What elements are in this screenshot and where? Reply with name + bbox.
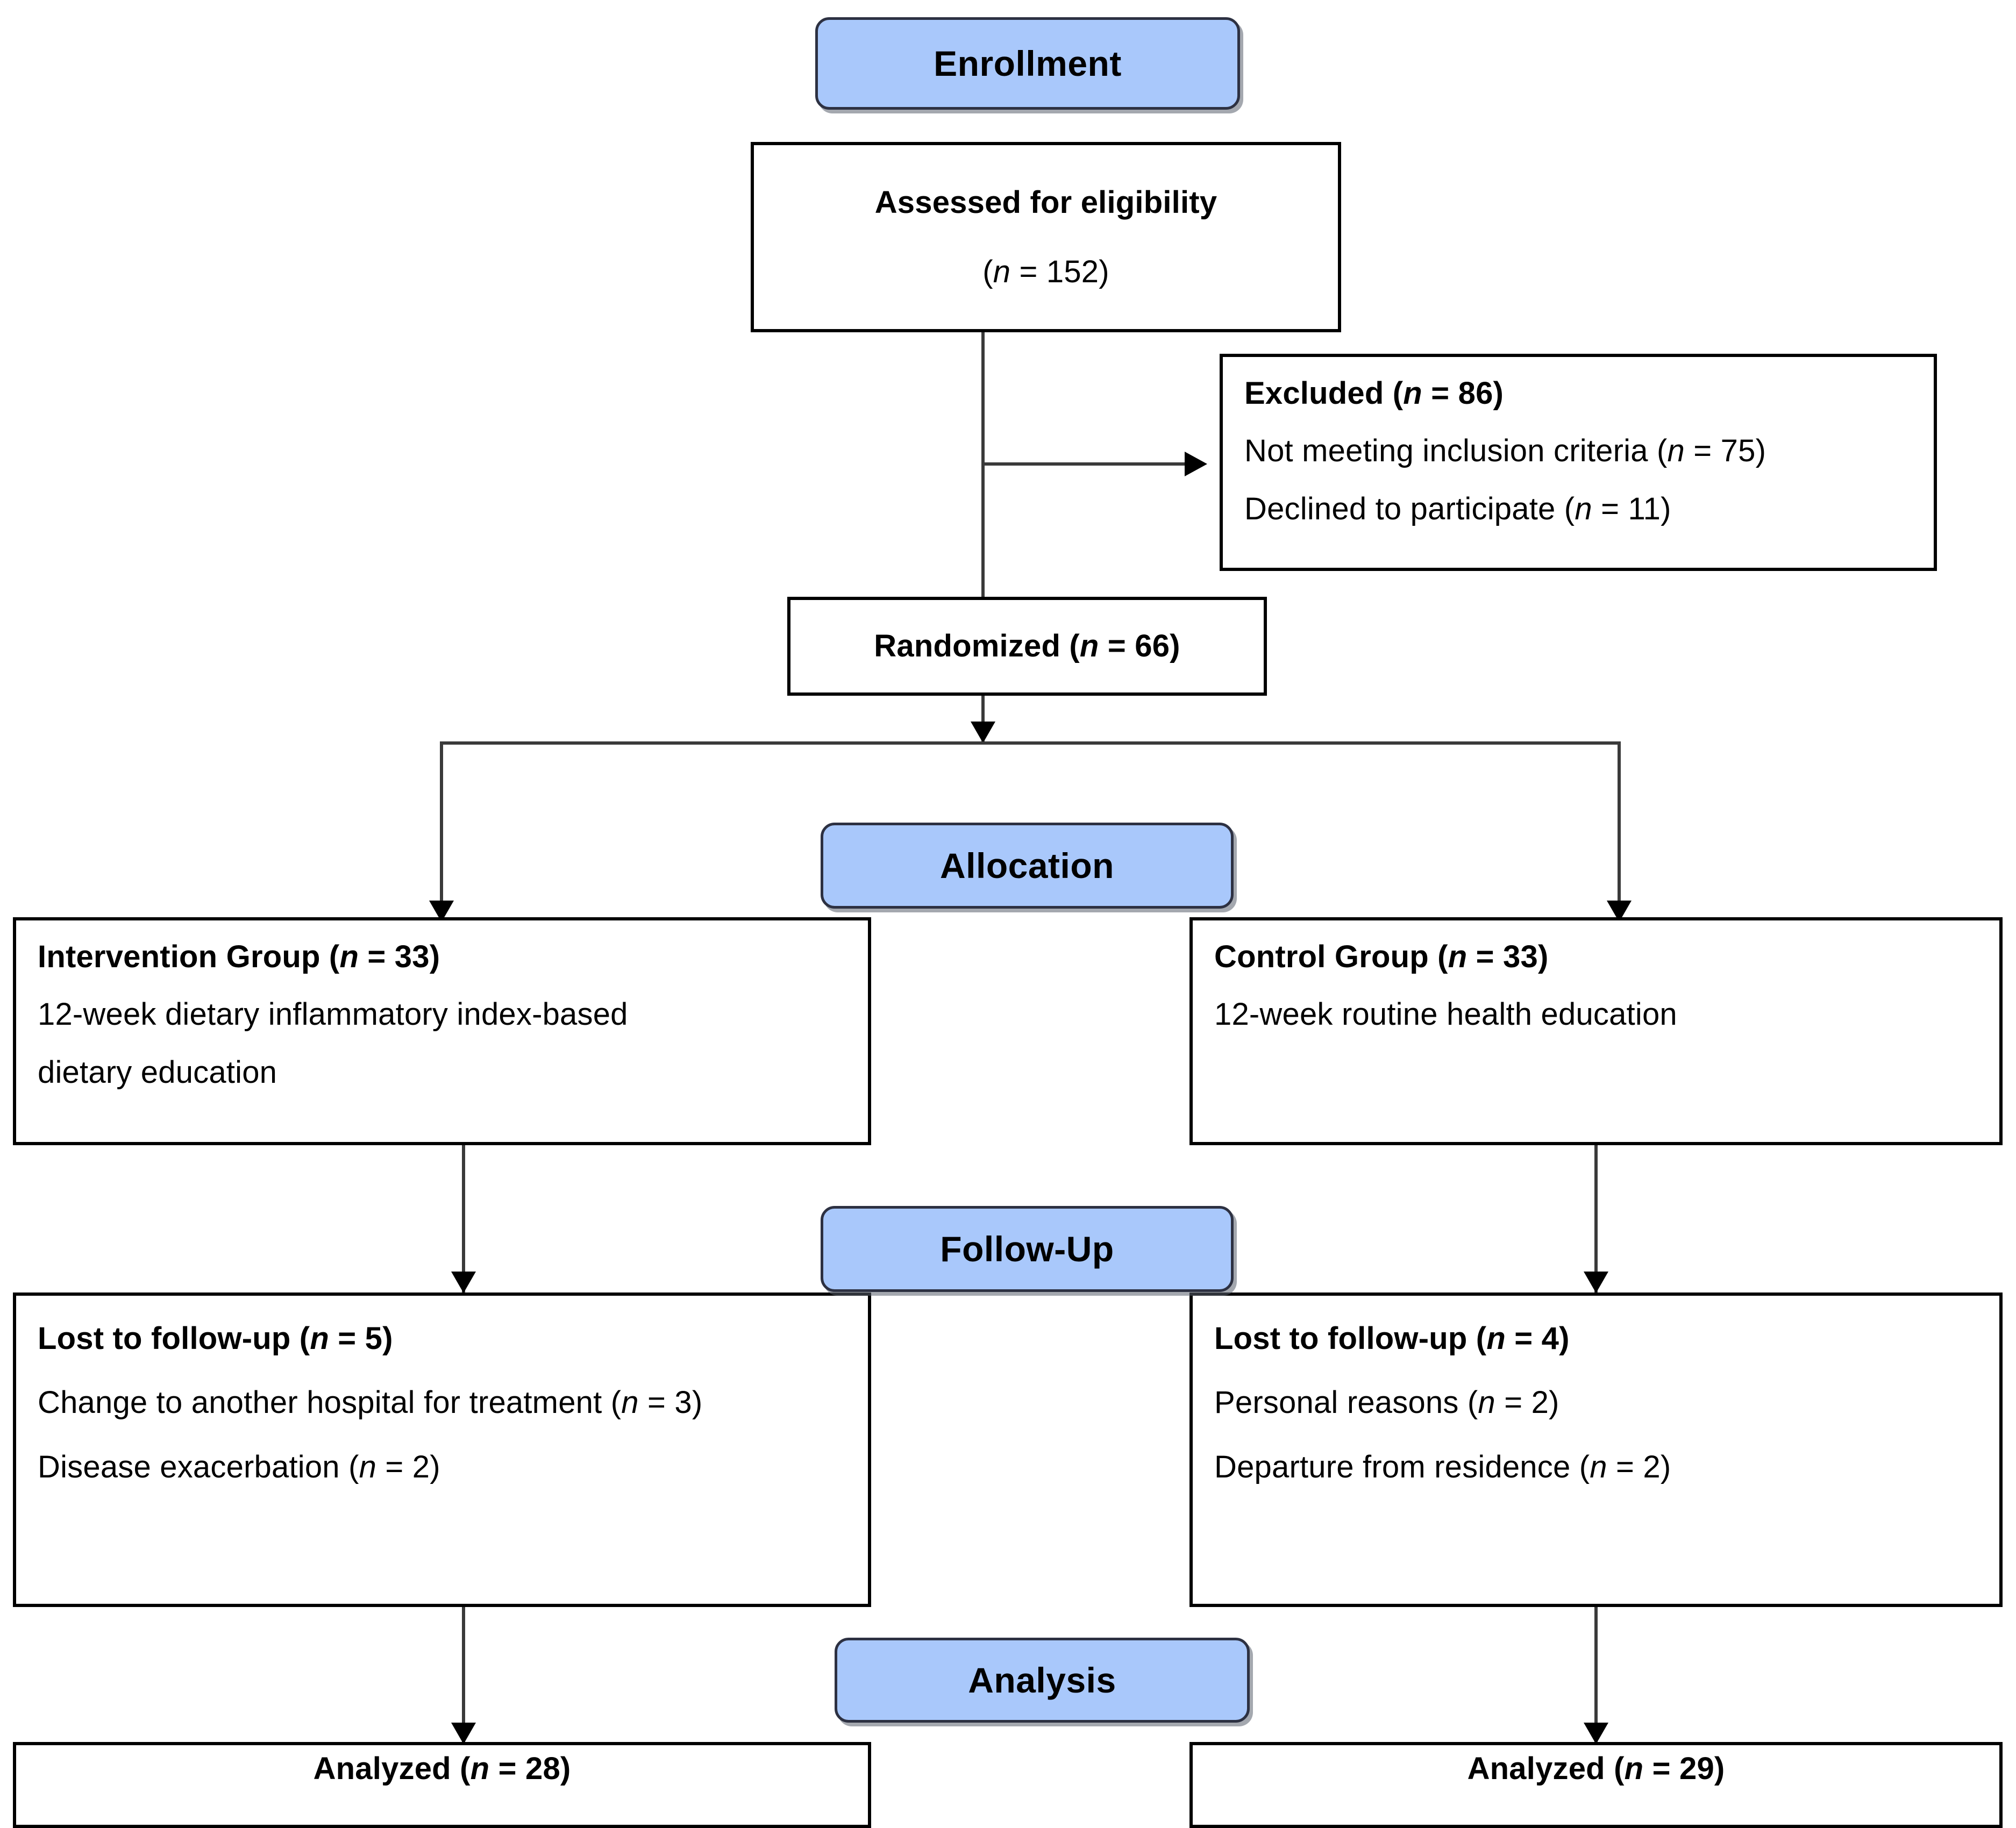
randomized-box: Randomized (n = 66) (787, 597, 1267, 696)
stage-pill-enrollment: Enrollment (815, 17, 1240, 110)
intervention-analyzed-box: Analyzed (n = 28) (13, 1742, 871, 1828)
excluded-reason-declined: Declined to participate (n = 11) (1244, 491, 1671, 526)
connector-allocation-split-bar (440, 741, 1621, 745)
intervention-group-detail-line2: dietary education (38, 1054, 277, 1090)
control-followup-reason-personal: Personal reasons (n = 2) (1214, 1385, 1559, 1420)
assessed-eligibility-box: Assessed for eligibility (n = 152) (751, 142, 1341, 332)
stage-pill-followup: Follow-Up (821, 1206, 1234, 1292)
stage-label-analysis: Analysis (968, 1660, 1116, 1700)
control-followup-box: Lost to follow-up (n = 4) Personal reaso… (1189, 1293, 2003, 1607)
arrowhead-intervention-to-analysis (451, 1723, 476, 1744)
assessed-eligibility-title: Assessed for eligibility (874, 184, 1217, 220)
control-analyzed-label: Analyzed (n = 29) (1467, 1751, 1725, 1786)
arrowhead-intervention-to-followup (451, 1272, 476, 1293)
control-analyzed-box: Analyzed (n = 29) (1189, 1742, 2003, 1828)
arrowhead-to-excluded (1185, 452, 1207, 476)
intervention-analyzed-label: Analyzed (n = 28) (313, 1751, 571, 1786)
connector-to-excluded (981, 462, 1187, 466)
arrowhead-control-to-analysis (1584, 1723, 1608, 1744)
arrowhead-control-to-followup (1584, 1272, 1608, 1293)
arrowhead-randomized-down (971, 722, 995, 743)
intervention-group-box: Intervention Group (n = 33) 12-week diet… (13, 917, 871, 1145)
intervention-followup-heading: Lost to follow-up (n = 5) (38, 1321, 393, 1356)
stage-label-followup: Follow-Up (940, 1229, 1114, 1269)
control-group-heading: Control Group (n = 33) (1214, 939, 1549, 974)
connector-intervention-to-followup (462, 1145, 465, 1293)
assessed-eligibility-count: (n = 152) (982, 254, 1109, 289)
connector-control-to-followup (1594, 1145, 1598, 1293)
stage-label-allocation: Allocation (939, 846, 1114, 886)
connector-split-right (1618, 741, 1621, 922)
stage-pill-allocation: Allocation (821, 823, 1234, 909)
connector-eligibility-to-randomized (981, 332, 985, 606)
control-followup-heading: Lost to follow-up (n = 4) (1214, 1321, 1570, 1356)
intervention-followup-reason-exacerbation: Disease exacerbation (n = 2) (38, 1449, 440, 1484)
intervention-followup-reason-hospital: Change to another hospital for treatment… (38, 1385, 703, 1420)
excluded-reason-inclusion: Not meeting inclusion criteria (n = 75) (1244, 433, 1766, 469)
intervention-group-detail-line1: 12-week dietary inflammatory index-based (38, 997, 628, 1032)
randomized-label: Randomized (n = 66) (874, 629, 1180, 664)
control-group-detail-line1: 12-week routine health education (1214, 997, 1677, 1032)
stage-label-enrollment: Enrollment (934, 44, 1122, 83)
control-group-box: Control Group (n = 33) 12-week routine h… (1189, 917, 2003, 1145)
intervention-group-heading: Intervention Group (n = 33) (38, 939, 440, 974)
connector-split-left (440, 741, 443, 922)
connector-control-to-analysis (1594, 1607, 1598, 1744)
excluded-box: Excluded (n = 86) Not meeting inclusion … (1220, 354, 1937, 571)
excluded-heading: Excluded (n = 86) (1244, 376, 1504, 411)
control-followup-reason-departure: Departure from residence (n = 2) (1214, 1449, 1671, 1484)
intervention-followup-box: Lost to follow-up (n = 5) Change to anot… (13, 1293, 871, 1607)
connector-intervention-to-analysis (462, 1607, 465, 1744)
stage-pill-analysis: Analysis (835, 1638, 1250, 1723)
connector-randomized-down (981, 696, 985, 743)
